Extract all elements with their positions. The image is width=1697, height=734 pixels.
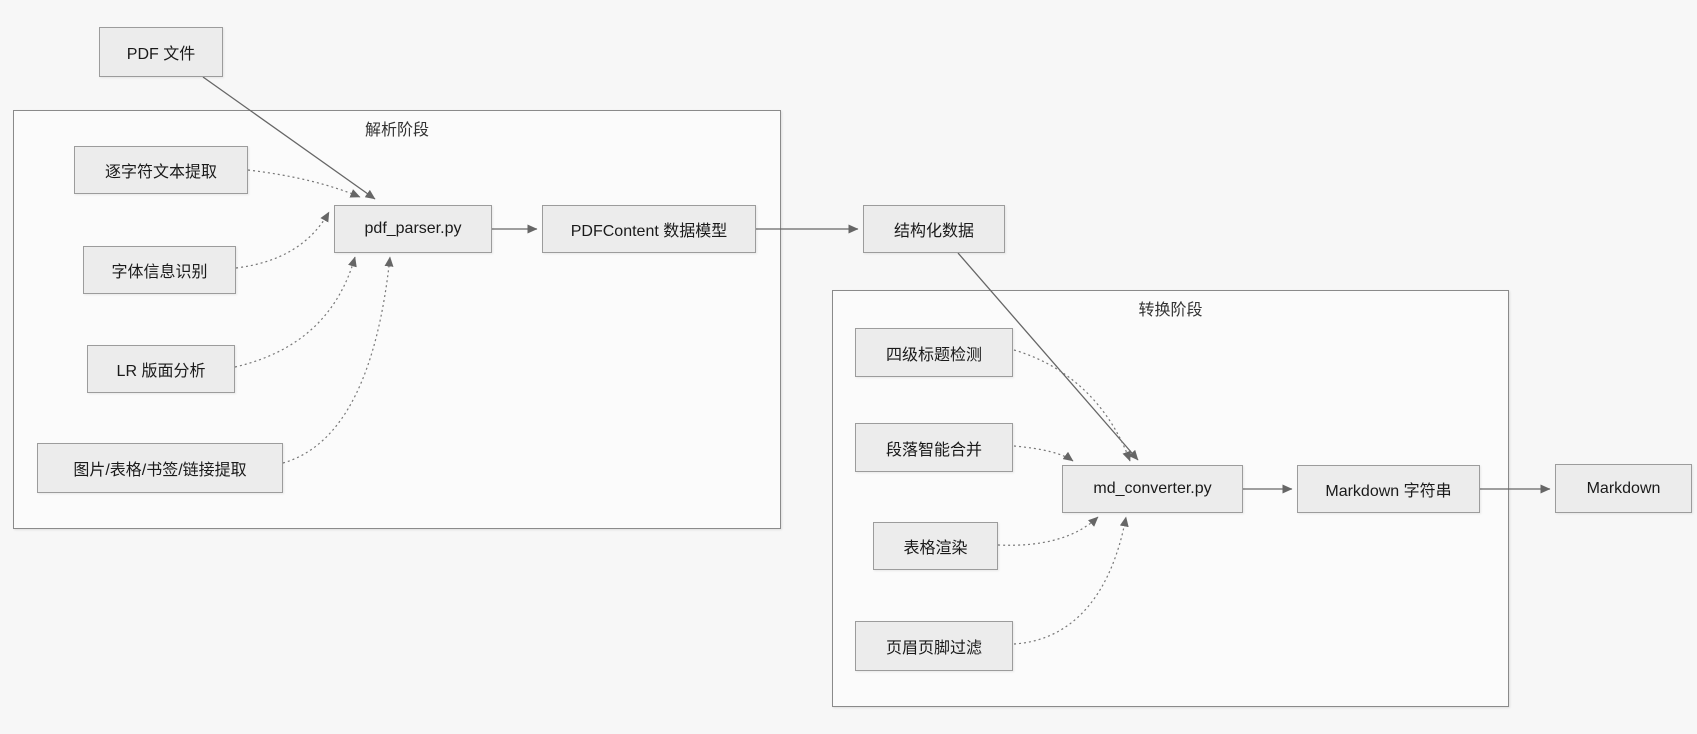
node-img-extract-label: 图片/表格/书签/链接提取 <box>73 462 247 479</box>
node-char-extract: 逐字符文本提取 <box>74 146 248 194</box>
node-font-info: 字体信息识别 <box>83 246 236 294</box>
node-header-footer: 页眉页脚过滤 <box>855 621 1013 671</box>
node-table-render: 表格渲染 <box>873 522 998 570</box>
node-para-merge-label: 段落智能合并 <box>885 441 982 459</box>
stage-convert-label: 转换阶段 <box>1138 302 1203 319</box>
node-img-extract: 图片/表格/书签/链接提取 <box>37 443 283 493</box>
node-pdf-file: PDF 文件 <box>99 27 223 77</box>
node-pdf-parser: pdf_parser.py <box>334 205 492 253</box>
node-lr-layout-label: LR 版面分析 <box>116 363 206 380</box>
node-font-info-label: 字体信息识别 <box>111 264 208 281</box>
node-md-string: Markdown 字符串 <box>1297 465 1480 513</box>
node-pdf-content: PDFContent 数据模型 <box>542 205 756 253</box>
stage-parse-label: 解析阶段 <box>364 122 429 139</box>
node-para-merge: 段落智能合并 <box>855 423 1013 472</box>
node-pdf-content-label: PDFContent 数据模型 <box>570 223 728 240</box>
node-table-render-label: 表格渲染 <box>903 540 968 557</box>
node-md-converter: md_converter.py <box>1062 465 1243 513</box>
node-lr-layout: LR 版面分析 <box>87 345 235 393</box>
node-heading-detect: 四级标题检测 <box>855 328 1013 377</box>
node-markdown-label: Markdown <box>1586 479 1661 497</box>
node-structured: 结构化数据 <box>863 205 1005 253</box>
node-char-extract-label: 逐字符文本提取 <box>104 164 217 181</box>
node-md-converter-label: md_converter.py <box>1093 480 1212 497</box>
node-header-footer-label: 页眉页脚过滤 <box>885 640 982 657</box>
node-pdf-file-label: PDF 文件 <box>126 46 196 63</box>
node-md-string-label: Markdown 字符串 <box>1325 483 1452 500</box>
node-structured-label: 结构化数据 <box>893 223 974 240</box>
node-heading-detect-label: 四级标题检测 <box>885 346 982 364</box>
node-pdf-parser-label: pdf_parser.py <box>364 220 462 237</box>
node-markdown: Markdown <box>1555 464 1692 513</box>
